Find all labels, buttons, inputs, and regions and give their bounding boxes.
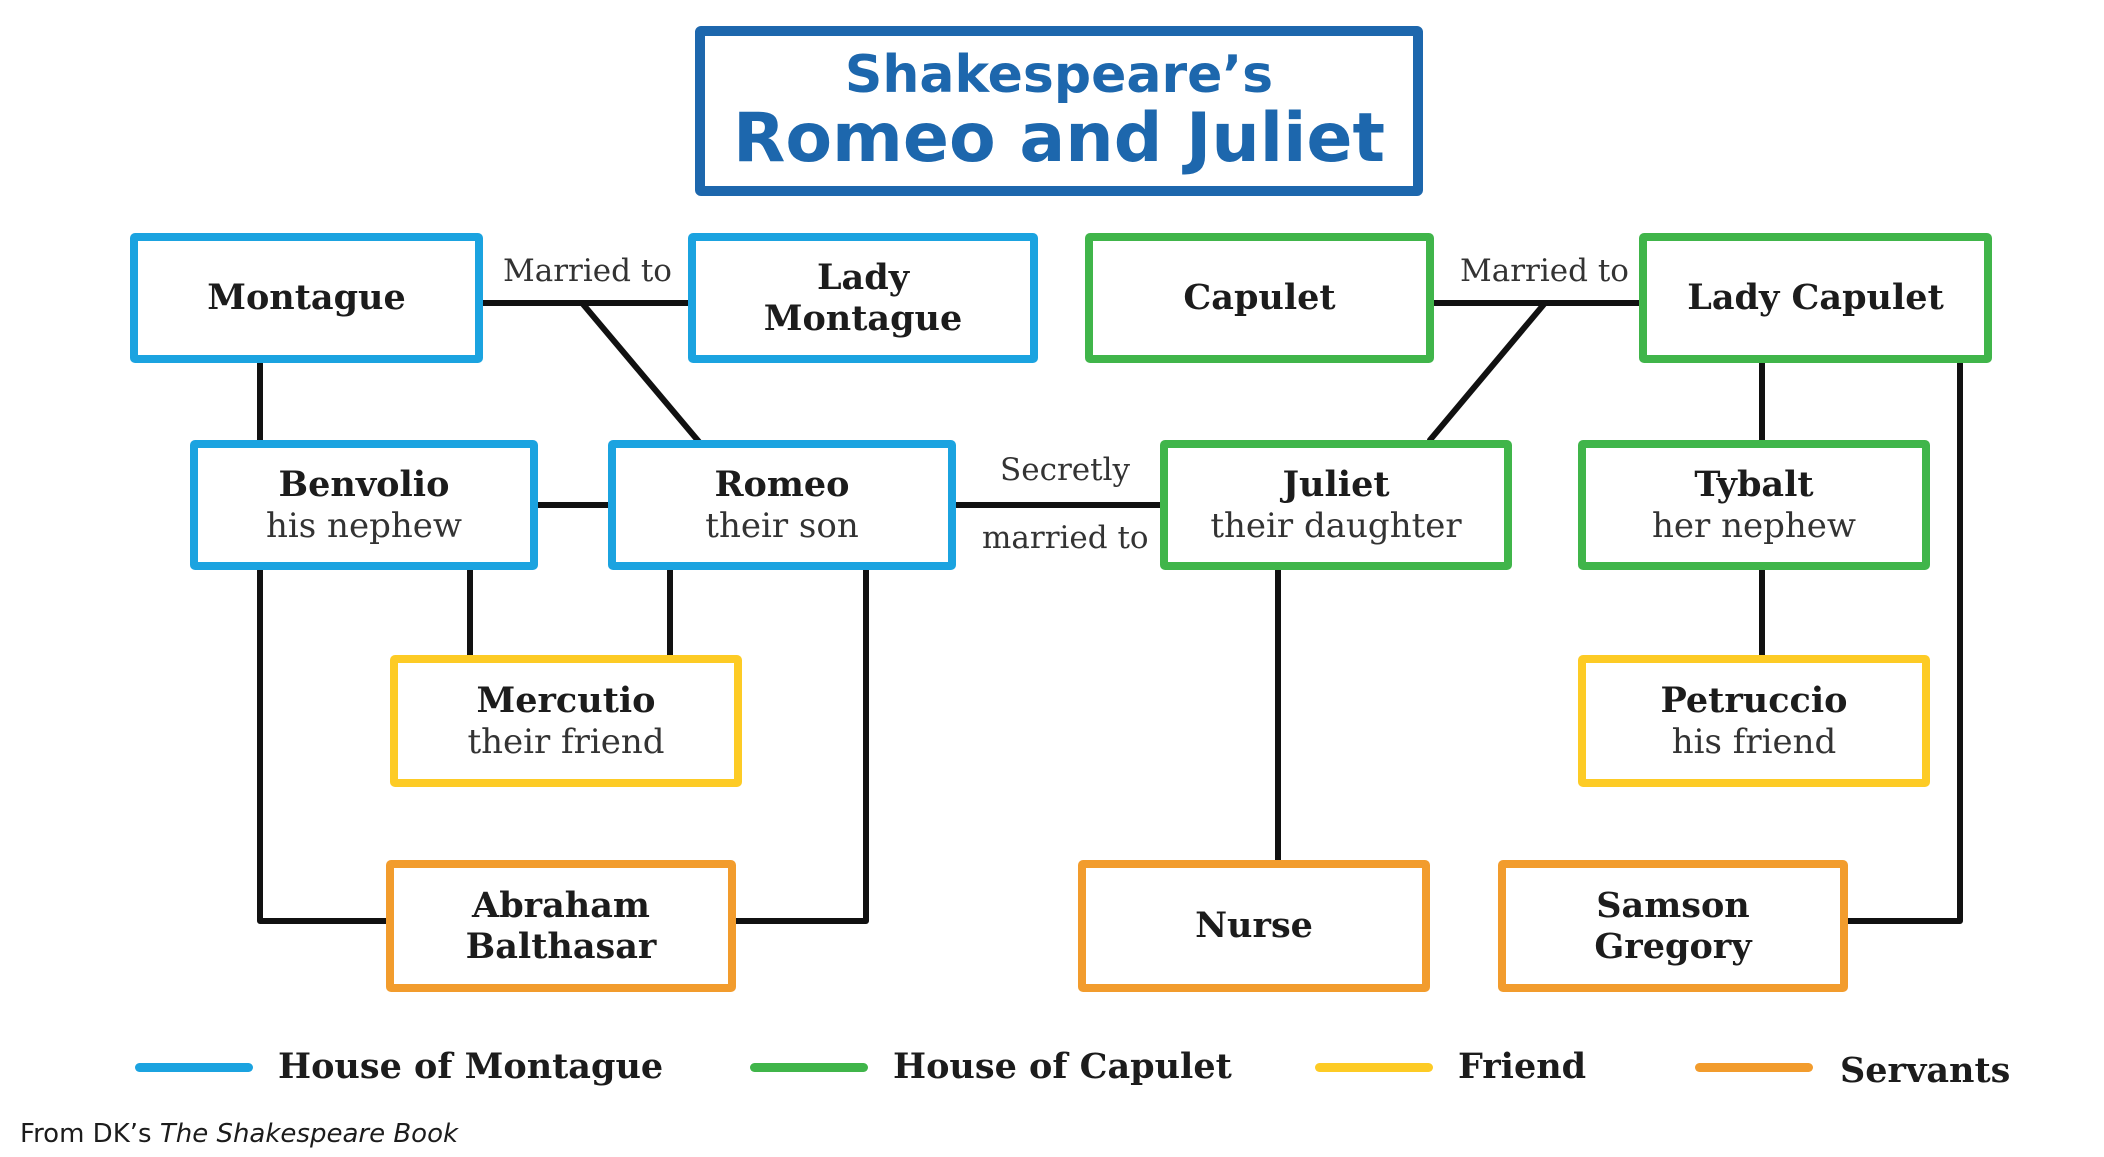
legend-label-friend: Friend [1458, 1046, 1587, 1087]
role-benvolio: his nephew [266, 505, 462, 546]
name-mercutio: Mercutio [476, 680, 656, 722]
line-ladycapulet-to-servants [1841, 360, 1963, 924]
role-juliet: their daughter [1210, 505, 1462, 546]
box-tybalt: Tybalt her nephew [1578, 440, 1930, 570]
name-gregory: Gregory [1594, 926, 1752, 967]
name-petruccio: Petruccio [1660, 680, 1848, 722]
legend-swatch-capulet [750, 1063, 868, 1072]
name-capulet: Capulet [1183, 277, 1336, 319]
source-book-title: The Shakespeare Book [159, 1119, 459, 1149]
box-abraham-balthasar: Abraham Balthasar [386, 860, 736, 992]
name-abraham: Abraham [472, 884, 650, 926]
label-secretly: Secretly [1000, 452, 1130, 488]
name-lady-capulet: Lady Capulet [1687, 277, 1944, 319]
role-tybalt: her nephew [1652, 505, 1856, 546]
role-romeo: their son [705, 505, 859, 546]
legend-label-capulet: House of Capulet [893, 1046, 1232, 1087]
legend-swatch-montague [135, 1063, 253, 1072]
line-benvolio-to-abraham [257, 564, 392, 924]
source-prefix: From DK’s [20, 1119, 160, 1149]
source-credit: From DK’s The Shakespeare Book [20, 1119, 458, 1149]
box-montague: Montague [130, 233, 483, 363]
role-mercutio: their friend [467, 721, 665, 762]
box-mercutio: Mercutio their friend [390, 655, 742, 787]
line-marriage-to-romeo [579, 300, 703, 446]
label-capulet-married: Married to [1460, 253, 1629, 289]
role-petruccio: his friend [1671, 721, 1837, 762]
label-married-to: married to [982, 520, 1149, 556]
legend-label-montague: House of Montague [278, 1046, 664, 1087]
name-montague: Montague [207, 277, 406, 319]
name-samson: Samson [1596, 884, 1750, 926]
box-benvolio: Benvolio his nephew [190, 440, 538, 570]
name-romeo: Romeo [714, 464, 850, 506]
title-line-2: Romeo and Juliet [732, 98, 1386, 178]
name-tybalt: Tybalt [1694, 464, 1814, 506]
line-marriage-to-juliet [1427, 300, 1548, 443]
legend-swatch-friend [1315, 1063, 1433, 1072]
title-line-1: Shakespeare’s [844, 45, 1274, 105]
box-samson-gregory: Samson Gregory [1498, 860, 1848, 992]
legend-swatch-servants [1695, 1063, 1813, 1072]
box-lady-montague: Lady Montague [688, 233, 1038, 363]
name-lady-montague-1: Lady [816, 256, 910, 298]
box-capulet: Capulet [1085, 233, 1434, 363]
line-romeo-to-abraham [730, 564, 869, 924]
box-petruccio: Petruccio his friend [1578, 655, 1930, 787]
label-montague-married: Married to [503, 253, 672, 289]
name-benvolio: Benvolio [278, 464, 450, 506]
name-lady-montague-2: Montague [763, 298, 963, 339]
legend-label-servants: Servants [1840, 1050, 2011, 1091]
box-romeo: Romeo their son [608, 440, 956, 570]
box-nurse: Nurse [1078, 860, 1430, 992]
box-juliet: Juliet their daughter [1160, 440, 1512, 570]
name-nurse: Nurse [1195, 905, 1313, 947]
name-juliet: Juliet [1282, 464, 1390, 506]
name-balthasar: Balthasar [465, 926, 657, 967]
title-box: Shakespeare’s Romeo and Juliet [695, 26, 1423, 196]
box-lady-capulet: Lady Capulet [1639, 233, 1992, 363]
